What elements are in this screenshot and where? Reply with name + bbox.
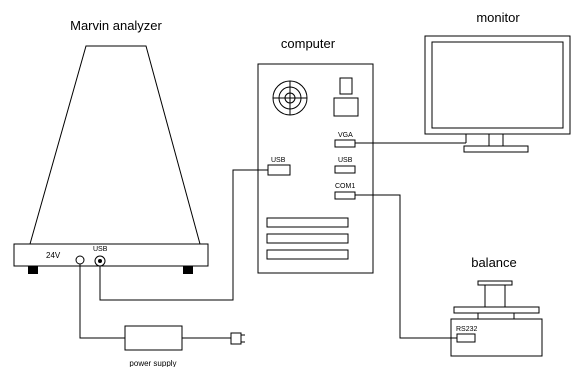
vga-port: [334, 139, 356, 148]
computer: computer VGA USB COM1 USB: [257, 36, 374, 274]
monitor: monitor: [424, 10, 571, 153]
monitor-title: monitor: [476, 10, 520, 25]
balance-weight: [484, 282, 506, 308]
cables: [79, 134, 467, 339]
analyzer-foot-right: [183, 266, 193, 274]
analyzer-usb-port-center: [98, 259, 102, 263]
balance-pan: [453, 306, 540, 314]
analyzer-foot-left: [28, 266, 38, 274]
power-button: [339, 77, 353, 95]
balance: balance RS232: [450, 255, 543, 357]
cable-analyzer-usb-to-computer: [99, 169, 268, 301]
com1-port: [334, 191, 356, 200]
cable-com1-to-balance: [355, 194, 457, 339]
usb-port-right: [334, 165, 356, 174]
rs232-port: [456, 333, 476, 343]
analyzer-24v-label: 24V: [46, 251, 61, 260]
analyzer-title: Marvin analyzer: [70, 18, 162, 33]
cable-analyzer-to-power-supply: [79, 264, 125, 339]
power-supply: power supply: [124, 325, 245, 367]
usb-right-label: USB: [338, 157, 353, 164]
balance-pan-support: [477, 312, 515, 320]
monitor-screen: [431, 41, 564, 129]
analyzer-cone: [29, 45, 201, 245]
computer-title: computer: [281, 36, 336, 51]
power-supply-box: [124, 325, 183, 351]
usb-left-label: USB: [271, 157, 286, 164]
analyzer-usb-label: USB: [93, 246, 108, 253]
marvin-analyzer: Marvin analyzer 24V USB: [13, 18, 209, 274]
power-supply-label: power supply: [129, 359, 176, 367]
analyzer-base: [13, 243, 209, 267]
monitor-neck: [488, 133, 504, 147]
analyzer-power-port: [75, 255, 85, 265]
usb-port-left: [267, 164, 291, 176]
expansion-slot-3: [266, 249, 349, 260]
expansion-slot-2: [266, 233, 349, 244]
balance-title: balance: [471, 255, 517, 270]
expansion-slot-1: [266, 217, 349, 228]
monitor-stand-base: [463, 145, 529, 153]
balance-weight-top: [477, 280, 513, 286]
plug-icon: [230, 332, 245, 345]
com1-label: COM1: [335, 183, 355, 190]
fan-icon: [272, 80, 308, 116]
drive-bay: [333, 97, 359, 117]
vga-label: VGA: [338, 132, 353, 139]
rs232-label: RS232: [456, 326, 478, 333]
